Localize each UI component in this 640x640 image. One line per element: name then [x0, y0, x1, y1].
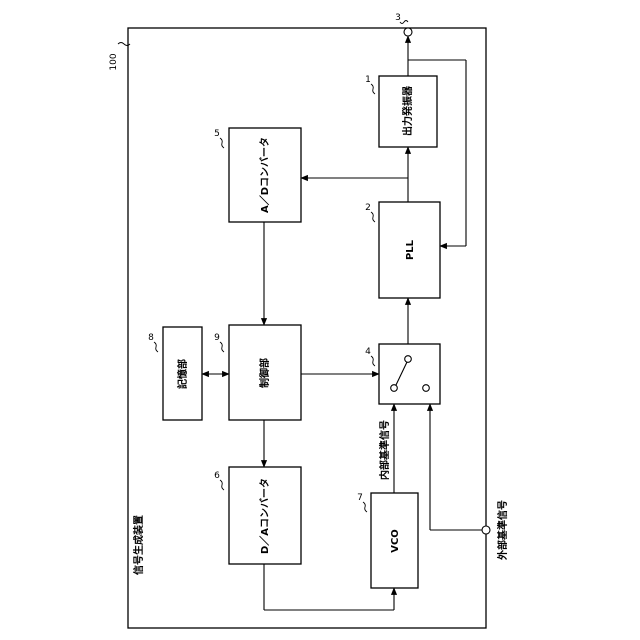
storage-block: 記憶部 8: [148, 327, 202, 420]
svg-text:5: 5: [214, 129, 220, 139]
svg-text:100: 100: [109, 53, 119, 70]
device-ref-label: 100: [109, 43, 130, 71]
device-title: 信号生成装置: [132, 515, 145, 575]
output-oscillator-block: 出力発振器 1: [365, 75, 437, 147]
output-oscillator-label: 出力発振器: [401, 85, 414, 136]
external-reference-label: 外部基準信号: [496, 500, 509, 561]
pll-label: PLL: [405, 239, 416, 260]
svg-text:9: 9: [214, 333, 220, 343]
ad-converter-block: A／Dコンバータ 5: [214, 128, 301, 222]
control-label: 制御部: [258, 358, 271, 388]
ad-converter-label: A／Dコンバータ: [258, 137, 271, 213]
output-terminal: 3: [395, 13, 412, 36]
vco-block: VCO 7: [357, 493, 418, 588]
internal-reference-label: 内部基準信号: [378, 420, 391, 480]
switch-common-contact: [405, 356, 412, 363]
svg-text:2: 2: [365, 203, 371, 213]
svg-text:3: 3: [395, 13, 401, 23]
svg-text:8: 8: [148, 333, 154, 343]
svg-text:7: 7: [357, 493, 363, 503]
da-converter-label: D／Aコンバータ: [258, 478, 271, 554]
svg-text:6: 6: [214, 471, 220, 481]
pll-block: PLL 2: [365, 202, 440, 298]
svg-text:1: 1: [365, 75, 371, 85]
switch-external-contact: [423, 385, 430, 392]
svg-text:4: 4: [365, 347, 371, 357]
da-converter-block: D／Aコンバータ 6: [214, 467, 301, 564]
switch-internal-contact: [391, 385, 398, 392]
storage-label: 記憶部: [176, 359, 189, 389]
control-block: 制御部 9: [214, 325, 301, 420]
vco-label: VCO: [390, 529, 401, 553]
